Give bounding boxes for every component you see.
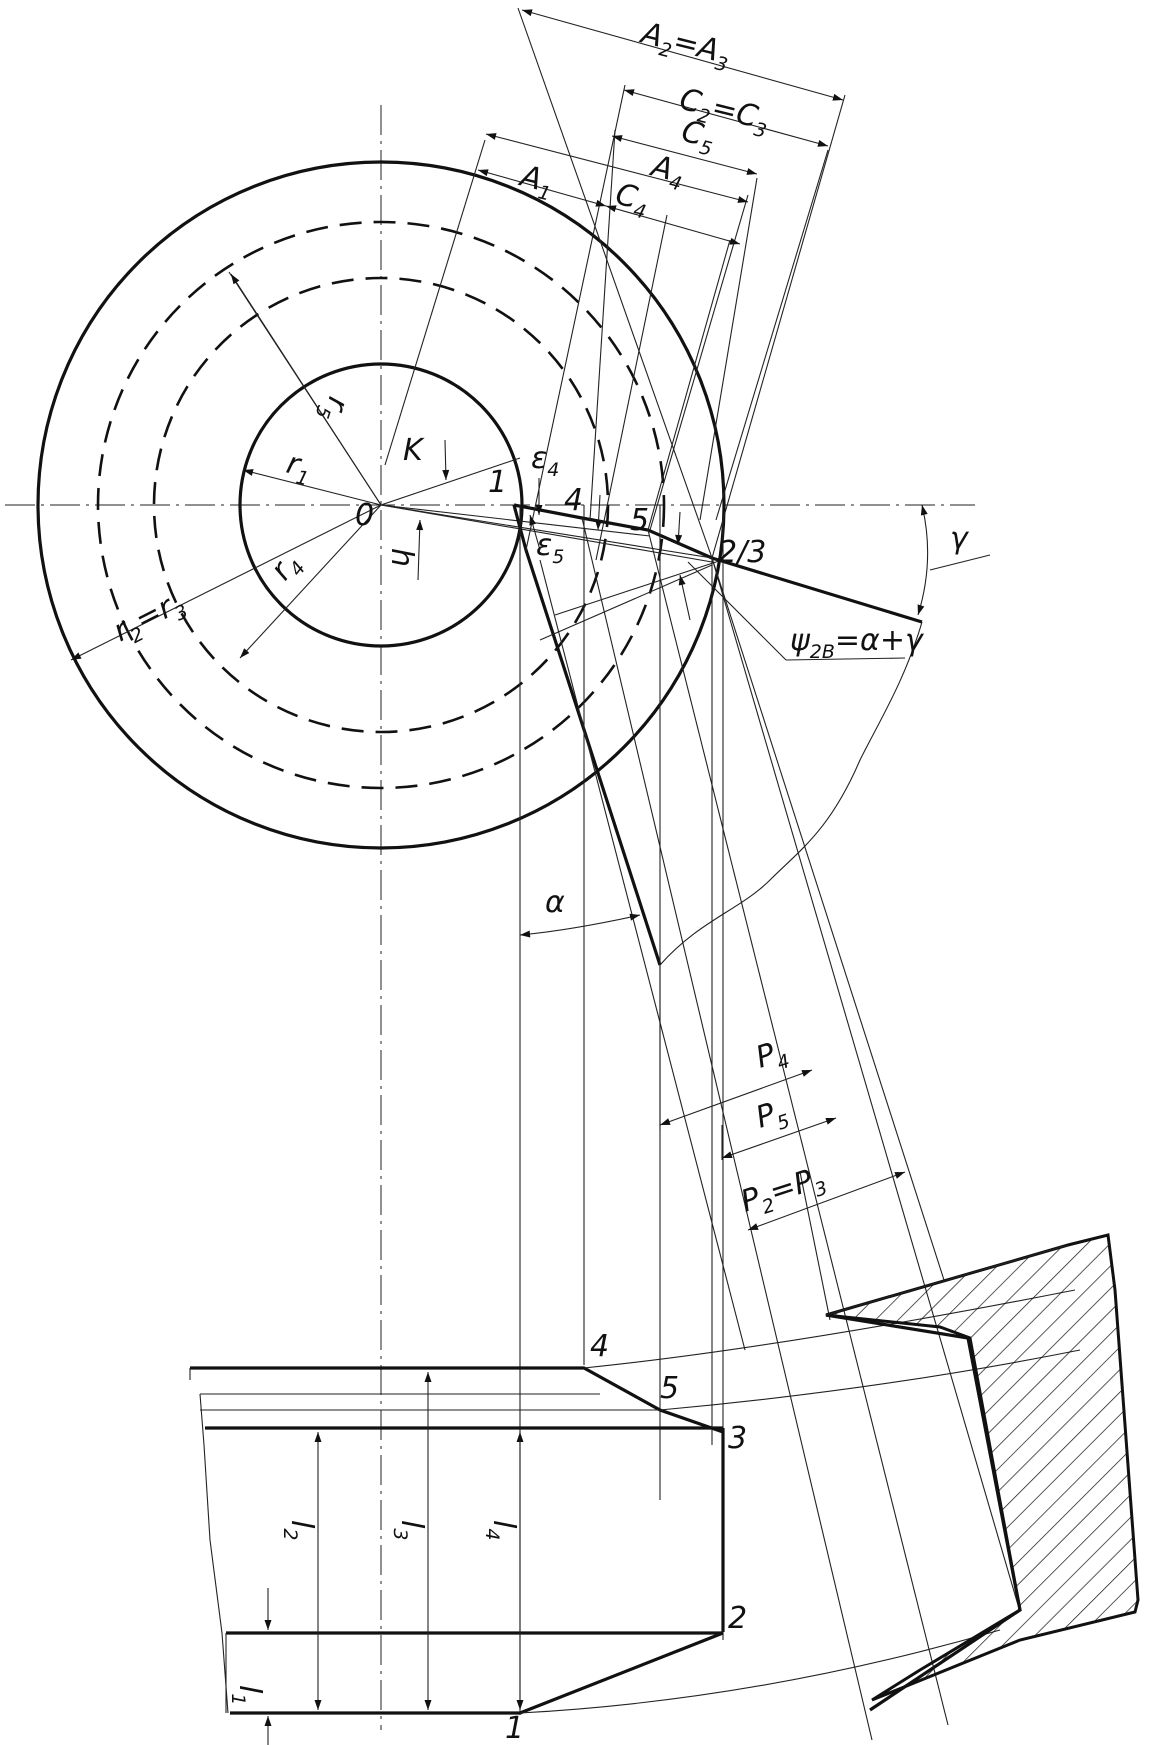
projection-line-C2-left	[525, 84, 626, 551]
dim-r1	[242, 469, 382, 506]
point-5-bottom: 5	[660, 1371, 679, 1406]
dim-eps4-tick	[595, 494, 603, 531]
label-l4: l4	[481, 1520, 521, 1540]
construction-line-1	[554, 559, 723, 616]
break-line	[659, 621, 923, 966]
label-K: K	[403, 433, 425, 468]
point-23-top: 2/3	[718, 535, 766, 570]
label-h: h	[384, 548, 419, 567]
label-A2-A3: A2=A3	[635, 15, 734, 76]
dim-A1-A4	[485, 133, 749, 203]
gamma-leader	[929, 554, 991, 571]
circle-r2-r3	[36, 160, 726, 850]
projection-line-C2-right	[715, 149, 829, 521]
projection-line-A2-right	[711, 94, 846, 559]
dim-eps5-tick	[675, 511, 683, 546]
dim-eps5	[529, 514, 541, 551]
radius-K-line	[380, 457, 521, 506]
label-r5: r5	[310, 391, 356, 427]
section-ray-2	[647, 529, 949, 1726]
label-P2-P3: P2=P3	[737, 1160, 831, 1224]
dim-r2-r3	[70, 504, 382, 661]
label-r1: r1	[282, 446, 315, 491]
label-A4: A4	[645, 148, 688, 195]
dim-P2-P3	[747, 1171, 906, 1231]
dim-P4	[659, 1069, 813, 1126]
dim-A1	[477, 169, 607, 207]
dim-C2-C3	[623, 89, 829, 147]
dim-eps-right	[678, 574, 691, 621]
point-2-bottom: 2	[728, 1601, 747, 1636]
projection-line-A4-right	[649, 194, 749, 531]
dashed-circle-r4	[152, 276, 610, 734]
section-ray-1	[581, 517, 873, 1741]
point-4-bottom: 4	[590, 1329, 609, 1364]
label-l3: l3	[389, 1520, 429, 1540]
section-ray-5	[539, 559, 746, 1351]
label-P4: P4	[752, 1033, 793, 1080]
label-C5: C5	[677, 114, 719, 161]
label-psi: ψ2B=α+γ	[790, 623, 925, 663]
label-alpha: α	[545, 885, 565, 920]
dim-K	[442, 439, 450, 481]
section-ray-4	[711, 557, 945, 1281]
dim-h	[416, 519, 424, 581]
label-eps4: ε4	[531, 441, 559, 481]
psi-underline	[785, 657, 906, 661]
point-1-bottom: 1	[505, 1711, 524, 1745]
dim-r5	[230, 273, 382, 506]
label-eps5: ε5	[536, 528, 564, 568]
projection-line-A1	[384, 139, 486, 466]
rake-face-ray-1	[380, 504, 713, 559]
label-C4: C4	[611, 177, 653, 224]
point-1-top: 1	[488, 465, 507, 500]
label-center-O: 0	[355, 498, 374, 533]
dim-C4	[605, 205, 741, 245]
dim-alpha-arc	[519, 913, 641, 938]
label-gamma: γ	[950, 521, 970, 556]
section-top-line	[825, 1244, 1069, 1316]
elevation-bottom-edge	[230, 1631, 724, 1715]
P2-extension	[799, 1171, 831, 1321]
dim-r4	[239, 504, 382, 659]
projection-line-C5-right	[699, 177, 758, 521]
elevation-top-edge	[190, 1366, 724, 1434]
label-r4: r4	[264, 546, 311, 590]
dim-gamma-arc	[917, 504, 929, 616]
dim-P5	[721, 1117, 837, 1159]
point-3-bottom: 3	[728, 1421, 747, 1456]
dashed-circle-r5	[96, 220, 666, 790]
dim-A2-A3	[521, 9, 844, 101]
label-l1: l1	[227, 1685, 267, 1705]
section-inner-edge	[825, 1313, 1022, 1712]
label-P5: P5	[752, 1093, 793, 1140]
label-A1: A1	[514, 158, 557, 205]
elevation-break-left	[199, 1393, 229, 1714]
rake-face-ray-3	[380, 504, 651, 537]
label-r2-r3: r2=r3	[108, 584, 192, 653]
point-5-top: 5	[630, 503, 649, 538]
rake-face-ray-2	[380, 504, 713, 563]
section-ray-3	[711, 557, 1019, 1606]
label-l2: l2	[279, 1520, 319, 1540]
hatched-section	[825, 1233, 1140, 1702]
flank-line	[512, 504, 662, 966]
arc-line-1	[519, 1629, 1001, 1714]
projection-line-top-right	[647, 239, 731, 531]
point-4-top: 4	[564, 483, 583, 518]
psi-leader	[687, 561, 787, 661]
projection-line-C4	[595, 214, 668, 561]
